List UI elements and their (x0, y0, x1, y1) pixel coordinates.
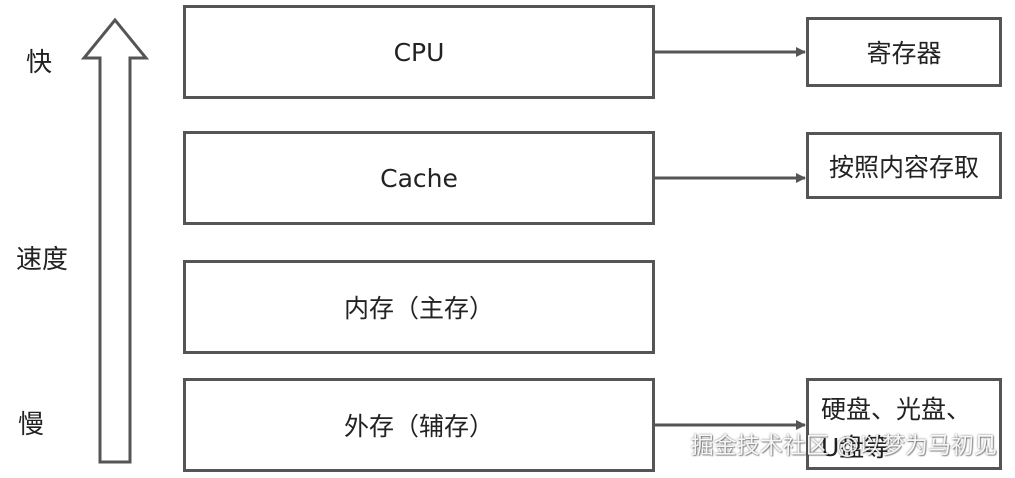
storage-devices-line1: 硬盘、光盘、 (821, 395, 972, 424)
main-memory-label: 内存（主存） (343, 294, 494, 323)
cache-label: Cache (380, 163, 458, 193)
storage-devices-line2: U盘等 (821, 433, 890, 462)
external-storage-label: 外存（辅存） (343, 412, 494, 441)
main-memory-box: 内存（主存） (183, 260, 655, 354)
content-access-label: 按照内容存取 (828, 152, 979, 182)
watermark: 掘金技术社区 @以梦为马初见 (690, 433, 997, 459)
storage-devices-note: 硬盘、光盘、 U盘等 (806, 378, 1002, 470)
slow-label: 慢 (18, 410, 45, 440)
cache-box: Cache (183, 131, 655, 225)
fast-label: 快 (26, 48, 53, 78)
speed-arrow (80, 17, 150, 464)
register-note: 寄存器 (806, 17, 1002, 87)
content-access-note: 按照内容存取 (806, 132, 1002, 199)
external-storage-box: 外存（辅存） (183, 378, 655, 472)
speed-label: 速度 (16, 245, 69, 275)
cpu-box: CPU (183, 5, 655, 99)
register-label: 寄存器 (866, 39, 942, 68)
cpu-label: CPU (393, 37, 445, 67)
